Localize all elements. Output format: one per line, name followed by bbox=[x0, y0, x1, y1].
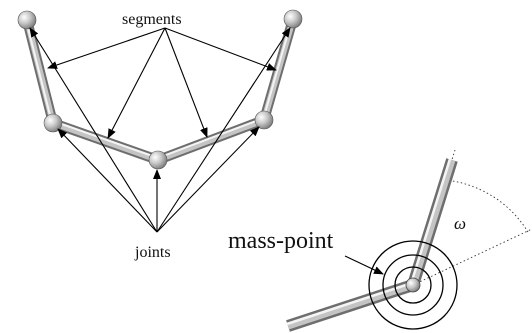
segments-arrows bbox=[47, 27, 277, 139]
joint-ball-5 bbox=[283, 9, 303, 29]
segments-label: segments bbox=[122, 11, 182, 28]
mass-ring-outer bbox=[368, 240, 458, 330]
chain-segments bbox=[22, 14, 298, 165]
detail-segment-lower bbox=[286, 279, 415, 332]
mass-point-detail bbox=[286, 149, 532, 332]
joint-ball-3 bbox=[148, 150, 168, 170]
joints-arrows bbox=[29, 27, 291, 233]
segment-4 bbox=[259, 14, 298, 125]
mass-ring-inner bbox=[394, 266, 432, 304]
segment-3 bbox=[153, 115, 269, 165]
detail-segment-upper bbox=[407, 158, 458, 287]
joint-ball-1 bbox=[17, 10, 37, 30]
mass-ring-middle bbox=[382, 254, 444, 316]
omega-label: ω bbox=[454, 214, 466, 233]
joints-label: joints bbox=[134, 244, 171, 261]
mass-point-ball bbox=[405, 277, 421, 293]
segment-1 bbox=[22, 15, 58, 128]
mass-point-label: mass-point bbox=[228, 228, 334, 254]
chain-joints bbox=[17, 9, 303, 170]
joint-ball-4 bbox=[254, 110, 274, 130]
segment-2 bbox=[48, 118, 163, 165]
mass-point-arrow bbox=[344, 255, 384, 275]
joint-ball-2 bbox=[43, 113, 63, 133]
